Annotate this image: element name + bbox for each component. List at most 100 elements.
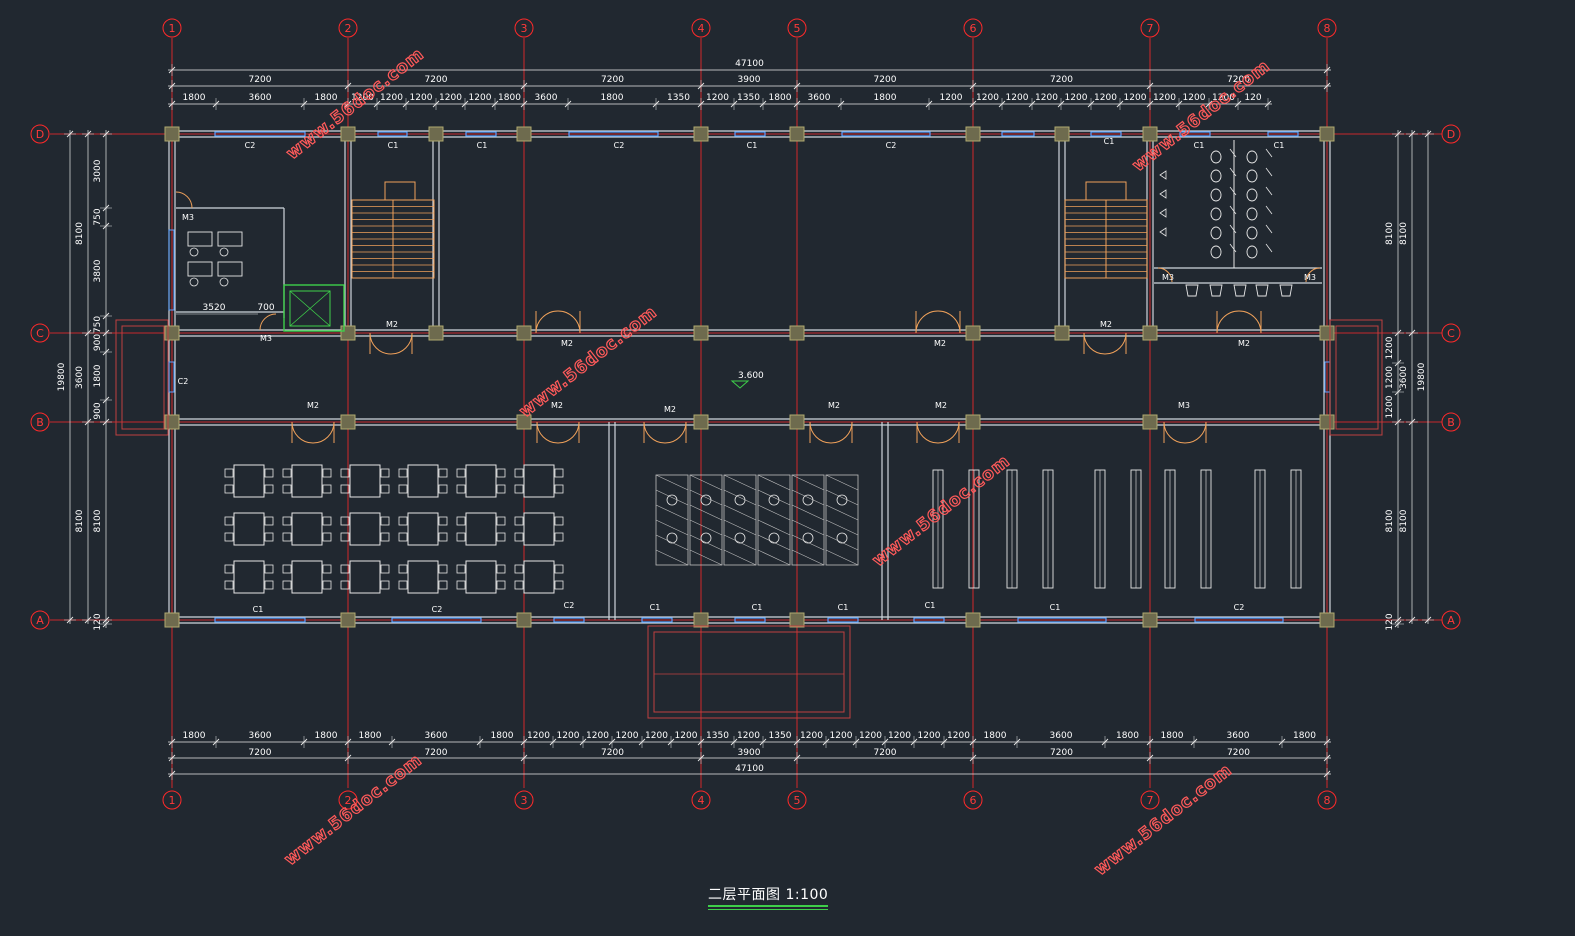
toilet-fixture xyxy=(1210,150,1222,164)
dim-label: 1200 xyxy=(351,93,374,103)
urinal xyxy=(1159,189,1167,199)
stair-landing xyxy=(1085,181,1127,201)
stair-landing xyxy=(384,181,416,201)
column xyxy=(164,612,180,628)
washbasin xyxy=(1255,284,1269,297)
study-table xyxy=(523,560,555,594)
chair xyxy=(438,484,448,494)
window-opening xyxy=(214,617,306,623)
carrel-hatch xyxy=(689,534,723,551)
carrel-hatch xyxy=(723,489,757,506)
carrel-hatch xyxy=(825,519,859,536)
column xyxy=(789,612,805,628)
dim-label: 8100 xyxy=(1399,509,1409,532)
dim-label: 1200 xyxy=(1094,93,1117,103)
study-table xyxy=(465,464,497,498)
chair xyxy=(554,580,564,590)
washbasin xyxy=(1279,284,1293,297)
chair xyxy=(282,468,292,478)
toilet-fixture xyxy=(1246,150,1258,164)
dim-label: 120 xyxy=(1244,93,1261,103)
reading-carrel xyxy=(655,474,689,566)
door-label: M3 xyxy=(1304,273,1316,282)
carrel-hatch xyxy=(655,474,689,491)
stall-door xyxy=(1265,243,1273,253)
dim-label: 1350 xyxy=(706,731,729,741)
chair xyxy=(496,532,506,542)
chair xyxy=(282,484,292,494)
chair xyxy=(398,484,408,494)
dim-label: 120 xyxy=(1385,613,1395,630)
window-label: C1 xyxy=(1194,141,1205,150)
door-label: M2 xyxy=(935,401,947,410)
stall-door xyxy=(1265,205,1273,215)
column xyxy=(164,126,180,142)
reading-carrel xyxy=(825,474,859,566)
axis-bubble-icon xyxy=(1317,18,1337,38)
level-triangle-icon xyxy=(730,380,750,389)
chair xyxy=(380,516,390,526)
door-label: M2 xyxy=(561,339,573,348)
carrel-hatch xyxy=(825,489,859,506)
carrel-hatch xyxy=(689,474,723,491)
dim-label: 8100 xyxy=(1385,222,1395,245)
chair xyxy=(456,516,466,526)
dim-label: 7200 xyxy=(425,75,448,85)
dim-label: 1200 xyxy=(947,731,970,741)
column xyxy=(1054,126,1070,142)
study-table xyxy=(291,560,323,594)
column xyxy=(1319,126,1335,142)
chair xyxy=(224,468,234,478)
reading-carrel xyxy=(723,474,757,566)
dim-label: 1200 xyxy=(527,731,550,741)
axis-bubble-icon xyxy=(1441,412,1461,432)
axis-label-row: D xyxy=(1447,128,1455,141)
chair xyxy=(802,532,814,544)
window-label: C1 xyxy=(650,603,661,612)
dim-label: 1800 xyxy=(498,93,521,103)
axis-label-row: C xyxy=(1447,327,1455,340)
dim-label: 1200 xyxy=(1035,93,1058,103)
dim-label: 1350 xyxy=(737,93,760,103)
axis-bubble-icon xyxy=(1441,323,1461,343)
chair xyxy=(322,580,332,590)
carrel-hatch xyxy=(689,519,723,536)
balcony-railing xyxy=(1335,325,1379,430)
dim-label: 1200 xyxy=(469,93,492,103)
study-table xyxy=(233,512,265,546)
chair xyxy=(554,468,564,478)
dim-label: 7200 xyxy=(601,748,624,758)
chair xyxy=(438,580,448,590)
column xyxy=(1142,325,1158,341)
window-opening xyxy=(168,229,175,311)
window-opening xyxy=(168,361,175,393)
chair xyxy=(340,468,350,478)
window-label: C2 xyxy=(245,141,256,150)
carrel-hatch xyxy=(655,549,689,566)
axis-label-row: B xyxy=(1447,416,1455,429)
dim-label: 3000 xyxy=(93,159,103,182)
window-label: C2 xyxy=(432,605,443,614)
dim-label: 1800 xyxy=(1116,731,1139,741)
window-opening xyxy=(1194,617,1284,623)
dim-label: 1350 xyxy=(667,93,690,103)
chair xyxy=(224,532,234,542)
dim-label: 1350 xyxy=(769,731,792,741)
carrel-hatch xyxy=(689,489,723,506)
dim-label: 8100 xyxy=(75,222,85,245)
dim-label: 7200 xyxy=(1227,75,1250,85)
axis-label-col: 1 xyxy=(169,794,176,807)
chair xyxy=(189,247,199,257)
toilet-fixture xyxy=(1210,226,1222,240)
axis-bubble-icon xyxy=(1317,790,1337,810)
chair xyxy=(554,484,564,494)
window-label: C1 xyxy=(925,601,936,610)
window-opening xyxy=(734,617,766,623)
chair xyxy=(322,468,332,478)
dim-label: 7200 xyxy=(425,748,448,758)
axis-label-col: 3 xyxy=(521,794,528,807)
column xyxy=(693,126,709,142)
carrel-hatch xyxy=(689,504,723,521)
column xyxy=(1319,414,1335,430)
